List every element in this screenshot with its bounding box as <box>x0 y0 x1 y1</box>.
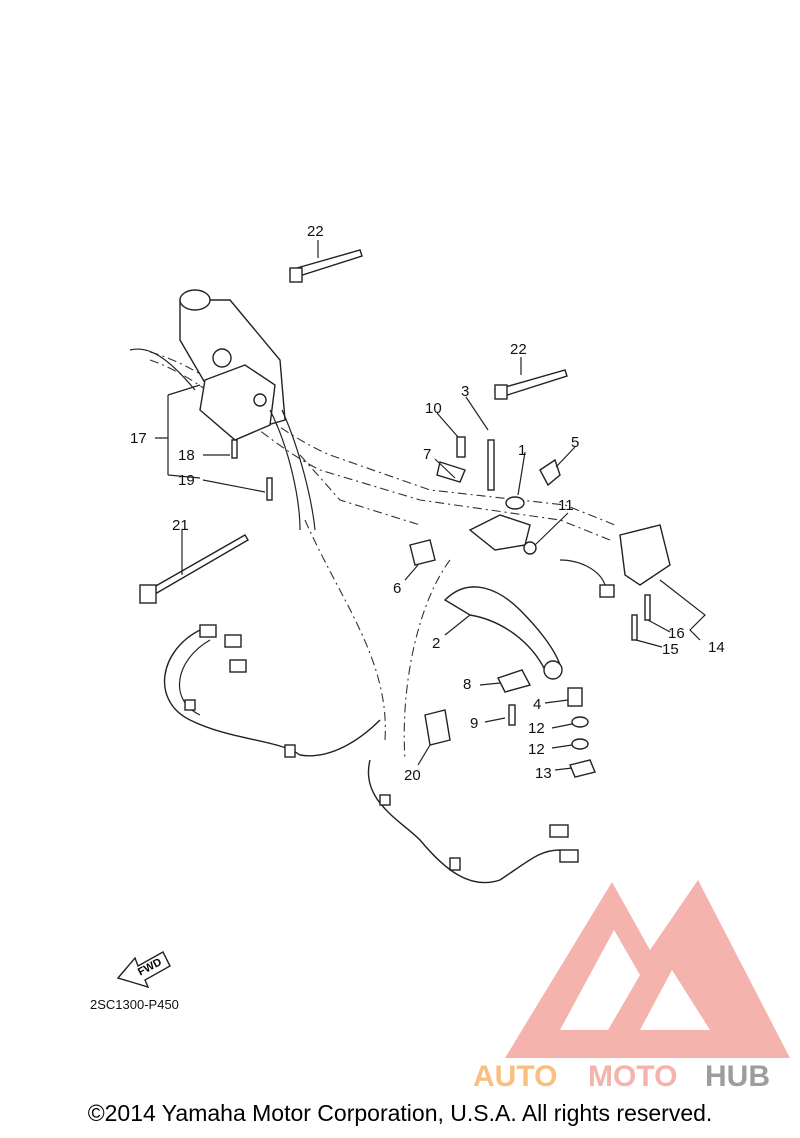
left-grip-assembly <box>129 289 316 531</box>
lever-assembly <box>409 436 583 726</box>
right-harness <box>367 759 579 884</box>
callout-labels: 1 2 3 4 5 6 7 8 9 10 11 12 12 13 14 15 1… <box>130 223 725 784</box>
callout-4: 4 <box>533 696 541 713</box>
callout-14: 14 <box>708 639 725 656</box>
copyright-notice: ©2014 Yamaha Motor Corporation, U.S.A. A… <box>87 1100 713 1126</box>
diagram-code: 2SC1300-P450 <box>90 997 179 1012</box>
callout-1: 1 <box>518 442 526 459</box>
logo-text-moto: MOTO <box>588 1060 677 1093</box>
callout-21: 21 <box>172 517 189 534</box>
callout-12a: 12 <box>528 720 545 737</box>
callout-13: 13 <box>535 765 552 782</box>
logo-text-auto: AUTO <box>473 1060 557 1093</box>
callout-12b: 12 <box>528 741 545 758</box>
callout-19: 19 <box>178 472 195 489</box>
callout-3: 3 <box>461 383 469 400</box>
washers <box>569 716 596 778</box>
callout-18: 18 <box>178 447 195 464</box>
callout-11: 11 <box>558 497 574 514</box>
callout-8: 8 <box>463 676 471 693</box>
callout-5: 5 <box>571 434 579 451</box>
callout-2: 2 <box>432 635 440 652</box>
cable-ties <box>139 249 568 604</box>
callout-20: 20 <box>404 767 421 784</box>
clamp-20 <box>424 709 451 746</box>
left-harness <box>163 624 381 758</box>
screws-left <box>231 439 273 501</box>
fwd-arrow-icon: FWD <box>116 951 171 989</box>
watermark-logo: AUTO MOTO HUB <box>473 880 790 1093</box>
callout-10: 10 <box>425 400 442 417</box>
callout-6: 6 <box>393 580 401 597</box>
right-switch <box>559 524 671 641</box>
callout-15: 15 <box>662 641 679 658</box>
callout-22a: 22 <box>307 223 324 240</box>
callout-9: 9 <box>470 715 478 732</box>
callout-17: 17 <box>130 430 147 447</box>
cables <box>304 519 451 761</box>
logo-text-hub: HUB <box>705 1060 770 1093</box>
callout-7: 7 <box>423 446 431 463</box>
leader-lines <box>155 240 706 771</box>
callout-22b: 22 <box>510 341 527 358</box>
callout-16: 16 <box>668 625 685 642</box>
